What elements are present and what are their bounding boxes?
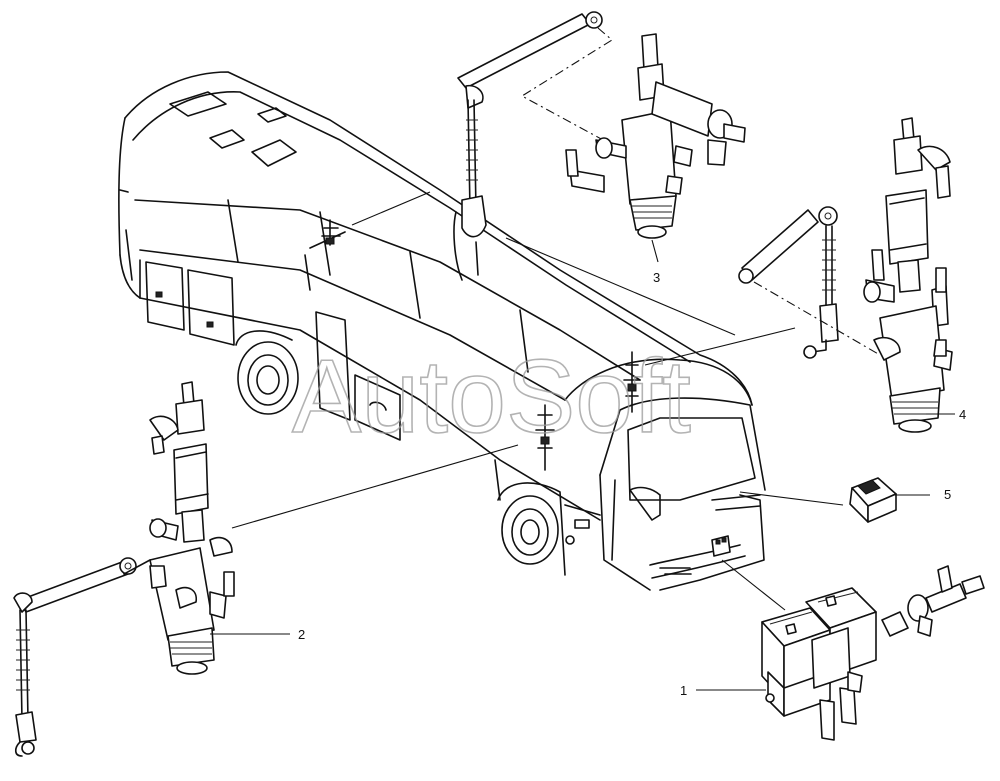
bus-valve-marker-front (535, 404, 555, 471)
callout-label-4: 4 (959, 407, 966, 422)
level-valve-icon (738, 117, 953, 433)
callout-leaders (210, 239, 955, 691)
callout-label-1: 1 (680, 683, 687, 698)
leader-lines (231, 191, 844, 611)
bus-solenoid-marker (711, 535, 731, 557)
switch-icon (849, 477, 897, 523)
level-valve-icon (453, 11, 746, 281)
solenoid-valve-icon (761, 565, 985, 741)
level-valve-icon (13, 381, 235, 757)
bus-valve-marker-rear (304, 219, 346, 291)
watermark: AutoSoft (292, 339, 691, 455)
bus-outline-icon (118, 71, 766, 591)
callout-label-3: 3 (653, 270, 660, 285)
bus-valve-marker-mid (623, 351, 641, 413)
callout-label-2: 2 (298, 627, 305, 642)
callout-label-5: 5 (944, 487, 951, 502)
